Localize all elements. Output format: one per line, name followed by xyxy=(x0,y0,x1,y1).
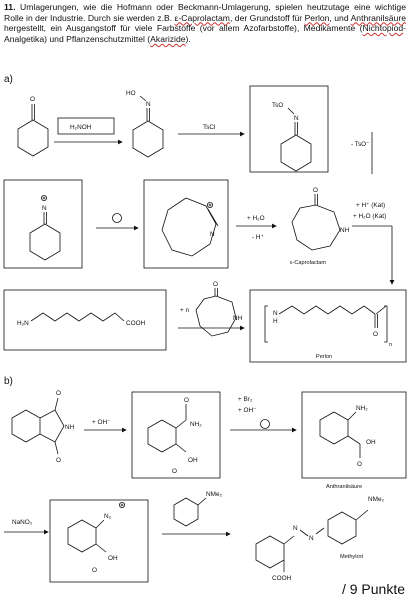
part-a-label: a) xyxy=(4,74,13,85)
box-ring-expansion xyxy=(143,179,229,269)
anthranilsaeure-name: Anthranilsäure xyxy=(326,484,362,490)
box-anthranilic-acid xyxy=(301,391,407,479)
phthalimide: O O NH xyxy=(11,390,75,464)
svg-text:O: O xyxy=(184,397,189,404)
intro-text-1: Umlagerungen, wie die Hofmann oder Beckm… xyxy=(4,2,406,23)
svg-text:N: N xyxy=(42,205,47,212)
term-caprolactam: ε-Caprolactam xyxy=(174,12,230,23)
svg-text:NMe₂: NMe₂ xyxy=(368,496,384,503)
cyclohexanone: O xyxy=(17,96,49,157)
perlon-name: Perlon xyxy=(316,354,332,360)
svg-text:O: O xyxy=(92,567,97,574)
label-plus-br2: + Br₂ xyxy=(238,396,253,403)
rearrangement-icon xyxy=(112,213,122,223)
svg-text:NMe₂: NMe₂ xyxy=(206,491,222,498)
box-perlon xyxy=(249,289,407,363)
intro-text-4: hergestellt, ein Ausgangstoff für viele … xyxy=(4,23,363,34)
svg-text:NH₂: NH₂ xyxy=(190,421,202,428)
caprolactam-structure: O NH xyxy=(291,187,350,251)
label-plus-h2o: + H₂O xyxy=(247,215,265,222)
svg-text:NH₂: NH₂ xyxy=(356,405,368,412)
svg-text:NH: NH xyxy=(233,315,243,322)
term-anthranilsaeure: Anthranilsäure xyxy=(350,12,406,23)
intro-text-3: , und xyxy=(329,12,351,23)
svg-text:O: O xyxy=(357,461,362,468)
intro-text-6: ). xyxy=(185,33,191,44)
box-amide-acid xyxy=(131,391,221,479)
svg-text:OH: OH xyxy=(188,457,198,464)
dimethylaniline: NMe₂ xyxy=(173,491,222,527)
rearrangement-icon-b xyxy=(260,419,270,429)
label-water-cat: + H₂O (Kat) xyxy=(353,213,386,220)
box-diazonium xyxy=(49,499,149,583)
label-plus-n: + n xyxy=(180,307,190,314)
svg-text:H: H xyxy=(273,318,278,325)
reagent-nano2: NaNO₂ xyxy=(12,519,33,526)
oxime-tosylate: N TsO xyxy=(272,102,312,172)
svg-text:OH: OH xyxy=(108,555,118,562)
svg-text:COOH: COOH xyxy=(272,575,292,582)
svg-text:O: O xyxy=(172,468,177,475)
score-points: / 9 Punkte xyxy=(341,581,405,597)
svg-text:N₂: N₂ xyxy=(104,513,112,520)
reagent-hydroxylamine: H₂NOH xyxy=(70,124,92,131)
svg-text:NH: NH xyxy=(65,424,75,431)
reagent-box-hydroxylamine xyxy=(57,117,115,135)
label-acid-cat: + H⁺ (Kat) xyxy=(356,202,385,209)
label-minus-h: - H⁺ xyxy=(252,234,264,241)
svg-text:COOH: COOH xyxy=(126,320,146,327)
label-plus-oh-2: + OH⁻ xyxy=(238,407,256,414)
label-plus-oh-1: + OH⁻ xyxy=(92,419,110,426)
svg-text:NH: NH xyxy=(340,227,350,234)
svg-text:N: N xyxy=(293,525,298,532)
svg-text:O: O xyxy=(30,96,35,103)
part-b-label: b) xyxy=(4,376,13,387)
svg-text:OH: OH xyxy=(366,439,376,446)
svg-text:N: N xyxy=(294,115,299,122)
methylrot-name: Methylrot xyxy=(340,554,363,560)
cyclohexanone-oxime: N HO xyxy=(126,90,164,158)
diazonium-salt: N₂ OH O xyxy=(67,501,126,574)
svg-text:HO: HO xyxy=(126,90,136,97)
task-intro: 11. Umlagerungen, wie die Hofmann oder B… xyxy=(4,2,406,44)
caprolactam-small: O NH xyxy=(195,281,243,337)
box-nitrilium xyxy=(3,179,83,269)
intro-text-5: -Analgetika) und Pflanzenschutzmittel ( xyxy=(4,23,406,44)
box-tosylate xyxy=(249,85,329,173)
svg-text:O: O xyxy=(56,457,61,464)
perlon-structure: N H O n xyxy=(264,305,392,348)
term-nichtopiod: Nichtopiod xyxy=(362,23,404,34)
svg-text:O: O xyxy=(213,281,218,288)
term-perlon: Perlon xyxy=(304,12,330,23)
caprolactam-name: ε-Caprolactam xyxy=(290,260,326,266)
svg-text:O: O xyxy=(373,331,378,338)
svg-text:n: n xyxy=(389,342,392,348)
anthranilic-acid-structure: NH₂ OH O xyxy=(319,405,376,468)
svg-text:TsO: TsO xyxy=(272,102,283,109)
svg-text:N: N xyxy=(146,101,151,108)
reagent-tscl: TsCl xyxy=(203,124,215,131)
azepinium-ion: N xyxy=(161,197,219,257)
phthalamic-acid: O NH₂ OH O xyxy=(147,397,202,475)
methylrot-structure: N N NMe₂ COOH xyxy=(255,496,384,582)
svg-text:O: O xyxy=(56,390,61,397)
svg-text:N: N xyxy=(309,535,314,542)
svg-text:O: O xyxy=(313,187,318,194)
intro-text-2: , der Grundstoff für xyxy=(229,12,305,23)
term-akarizide: Akarizide xyxy=(150,33,186,44)
box-aminocaproic-acid xyxy=(3,289,167,351)
label-minus-tso: - TsO⁻ xyxy=(351,141,370,148)
task-number: 11. xyxy=(4,2,16,12)
aminocaproic-acid: H₂N COOH xyxy=(17,312,146,327)
svg-text:N: N xyxy=(210,231,215,238)
svg-text:N: N xyxy=(273,310,278,317)
nitrilium-ion: N xyxy=(29,194,61,261)
svg-text:H₂N: H₂N xyxy=(17,320,29,327)
